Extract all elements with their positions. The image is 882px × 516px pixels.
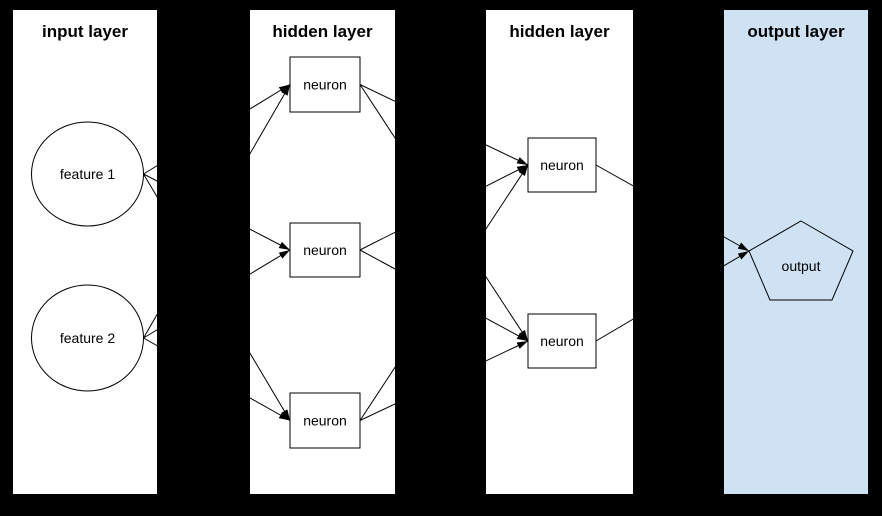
panel-title-input-layer: input layer xyxy=(42,22,128,41)
node-hidden1-neuron2 xyxy=(289,222,361,278)
node-label-hidden2-neuron2: neuron xyxy=(540,333,584,349)
panel-hidden-layer-2 xyxy=(486,10,633,494)
panel-title-output-layer: output layer xyxy=(747,22,845,41)
node-label-output: output xyxy=(782,258,821,274)
nodes: feature 1 feature 2 neuron neuron neuron… xyxy=(31,56,854,449)
node-label-hidden1-neuron1: neuron xyxy=(303,77,347,93)
node-label-feature-1: feature 1 xyxy=(60,166,115,182)
panel-gap-masks xyxy=(157,0,724,516)
panel-title-hidden-layer-2: hidden layer xyxy=(509,22,610,41)
node-label-hidden1-neuron2: neuron xyxy=(303,242,347,258)
node-hidden1-neuron1 xyxy=(289,56,361,113)
panel-input-layer xyxy=(13,10,157,494)
node-output-pentagon xyxy=(748,220,854,301)
node-label-feature-2: feature 2 xyxy=(60,330,115,346)
node-hidden2-neuron1 xyxy=(527,137,597,193)
node-label-hidden2-neuron1: neuron xyxy=(540,157,584,173)
node-label-hidden1-neuron3: neuron xyxy=(303,413,347,429)
gap-mask-3 xyxy=(633,0,724,516)
node-hidden2-neuron2 xyxy=(527,313,597,369)
node-hidden1-neuron3 xyxy=(289,392,361,449)
gap-mask-1 xyxy=(157,0,250,516)
panel-title-hidden-layer-1: hidden layer xyxy=(272,22,373,41)
gap-mask-2 xyxy=(395,0,486,516)
